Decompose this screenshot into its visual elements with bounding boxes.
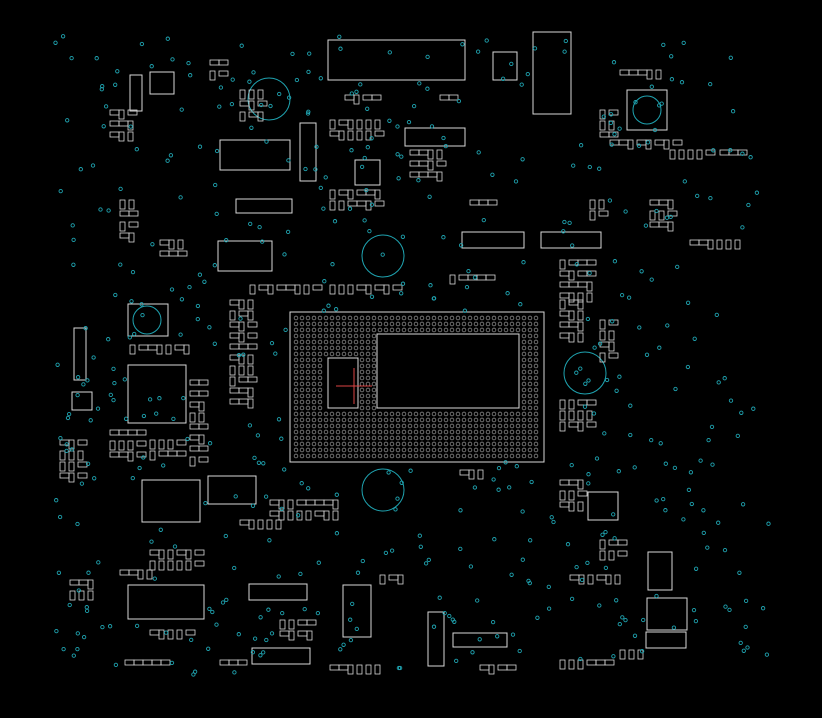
part-left-mid[interactable] [235,198,293,214]
part-right[interactable] [540,231,602,249]
ic-small-qfn[interactable] [354,159,381,186]
mounting-hole-3[interactable] [563,351,607,395]
ic-left[interactable] [127,364,187,424]
part-vertical-top-left[interactable] [129,74,143,112]
mounting-hole-5[interactable] [132,305,162,335]
connector-top[interactable] [327,39,466,81]
passive-components [59,59,748,675]
ic-top-right-circle [632,95,662,125]
part-mid-right[interactable] [461,231,525,249]
part-mid-top[interactable] [404,127,466,147]
part-vertical-1[interactable] [299,122,317,182]
part-bottom-right-1[interactable] [647,551,673,591]
part-bottom-right-3[interactable] [645,631,687,649]
ic-small-top-left[interactable] [149,71,175,95]
part-right-lower[interactable] [587,491,619,521]
cpu-bga-package[interactable] [289,311,545,463]
components-layer [71,31,688,667]
part-bottom-1[interactable] [248,583,308,601]
cpu-outline [289,311,545,463]
mounting-hole-2[interactable] [361,234,405,278]
crystal-left-2[interactable] [217,240,273,272]
mounting-hole-4[interactable] [361,468,405,512]
connector-top-right[interactable] [532,31,572,115]
part-bottom-2[interactable] [251,647,311,665]
switch-top[interactable] [492,51,518,81]
cpu-inner-area [327,357,359,409]
vias-layer [53,34,771,677]
mounting-holes [132,77,607,512]
part-left-lower[interactable] [207,475,257,505]
ic-top-right[interactable] [626,89,668,131]
crystal-left[interactable] [219,139,291,171]
cpu-die-area [376,333,520,409]
part-bottom-4[interactable] [427,611,445,667]
ic-left-lower[interactable] [141,479,201,523]
cursor-crosshair [336,368,372,404]
part-vertical-left[interactable] [73,327,87,381]
part-bottom-right-2[interactable] [646,597,688,631]
part-bottom-5[interactable] [452,632,508,648]
part-bottom-3[interactable] [342,584,372,638]
connector-bottom-left[interactable] [127,584,205,620]
part-left-square[interactable] [127,303,169,337]
ic-small-left[interactable] [71,391,93,411]
bga-ball-grid [293,315,539,459]
